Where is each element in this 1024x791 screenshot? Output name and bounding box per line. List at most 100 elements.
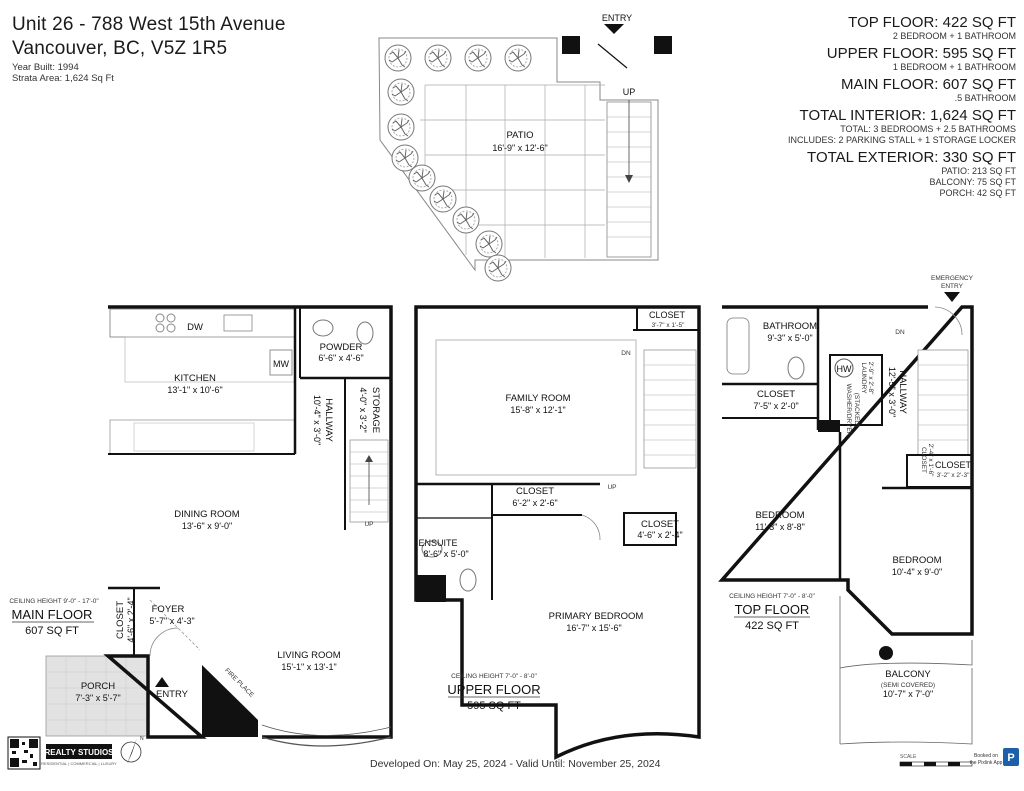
bed2-label: BEDROOM <box>892 555 941 566</box>
main-floor-plan <box>45 305 393 747</box>
washer-label: WASHER/DRYER <box>845 384 852 437</box>
bed2-dim: 10'-4" x 9'-0" <box>892 567 942 577</box>
balcony-sub: (SEMI COVERED) <box>881 682 935 689</box>
primary-label: PRIMARY BEDROOM <box>549 611 644 622</box>
dining-label: DINING ROOM <box>174 509 240 520</box>
porch-label: PORCH <box>81 681 115 692</box>
north-arrow-icon <box>120 738 142 764</box>
app-logo-icon[interactable] <box>1003 748 1019 766</box>
porch-dim: 7'-3" x 5'-7" <box>75 693 120 703</box>
top-floor-total: TOP FLOOR: 422 SQ FT <box>848 14 1016 31</box>
total-interior-sub1: TOTAL: 3 BEDROOMS + 2.5 BATHROOMS <box>840 124 1016 134</box>
main-floor-name: MAIN FLOOR <box>12 607 93 622</box>
top-closet-b-label: CLOSET <box>935 460 972 470</box>
laundry-label: LAUNDRY <box>860 363 867 395</box>
patio-name: PATIO <box>506 130 533 141</box>
bed1-label: BEDROOM <box>755 510 804 521</box>
ensuite-dim: 8'-6" x 5'-0" <box>423 549 468 559</box>
strata-area: Strata Area: 1,624 Sq Ft <box>12 73 114 84</box>
kitchen-dim: 13'-1" x 10'-6" <box>167 385 222 395</box>
top-floor-sub: 2 BEDROOM + 1 BATHROOM <box>892 31 1016 41</box>
area-summary: TOP FLOOR: 422 SQ FT 2 BEDROOM + 1 BATHR… <box>788 14 1016 199</box>
powder-dim: 6'-6" x 4'-6" <box>318 353 363 363</box>
developed-date: Developed On: May 25, 2024 - Valid Until… <box>370 758 661 770</box>
upper-floor-sub: 1 BEDROOM + 1 BATHROOM <box>892 62 1016 72</box>
upper-floor-name: UPPER FLOOR <box>447 682 540 697</box>
qr-code-icon <box>7 736 41 770</box>
app-logo-letter: P <box>1007 752 1014 764</box>
upper-up-label: UP <box>607 484 616 491</box>
top-closet-a-label: CLOSET <box>757 389 795 400</box>
emergency-entry-label: ENTRY <box>941 283 964 290</box>
upper-floor-total: UPPER FLOOR: 595 SQ FT <box>826 45 1016 62</box>
living-label: LIVING ROOM <box>277 650 340 661</box>
top-closet-c-dim: 2'-4" x 1'-6" <box>927 444 934 477</box>
main-floor-total: MAIN FLOOR: 607 SQ FT <box>840 76 1016 93</box>
dw-label: DW <box>187 322 203 333</box>
hw-label: HW <box>837 364 852 374</box>
top-floor-name: TOP FLOOR <box>735 602 810 617</box>
top-closet-b-dim: 3'-2" x 2'-3" <box>937 472 970 479</box>
patio-dim: 16'-9" x 12'-6" <box>492 143 547 153</box>
bathroom-dim: 9'-3" x 5'-0" <box>767 333 812 343</box>
brand-name: REALTY STUDIOS <box>44 748 114 757</box>
address-line1: Unit 26 - 788 West 15th Avenue <box>12 14 286 35</box>
upper-dn-label: DN <box>621 350 631 357</box>
balcony-sq: BALCONY: 75 SQ FT <box>929 177 1016 187</box>
booked-sub: the Pixlink App <box>970 760 1003 766</box>
brand-sub: RESIDENTIAL | COMMERCIAL | LUXURY <box>41 761 117 766</box>
year-built: Year Built: 1994 <box>12 62 79 73</box>
total-interior: TOTAL INTERIOR: 1,624 SQ FT <box>799 107 1016 124</box>
upper-closet-a-label: CLOSET <box>649 310 686 320</box>
patio-sq: PATIO: 213 SQ FT <box>941 166 1016 176</box>
top-dn-label: DN <box>895 329 905 336</box>
emergency-label: EMERGENCY <box>931 275 974 282</box>
patio-entry-label: ENTRY <box>602 13 632 23</box>
kitchen-label: KITCHEN <box>174 373 216 384</box>
porch-sq: PORCH: 42 SQ FT <box>939 188 1016 198</box>
upper-floor-sq: 595 SQ FT <box>467 700 521 712</box>
scale-label: SCALE <box>900 754 917 760</box>
top-hallway-dim: 12'-5" x 3'-0" <box>887 367 897 417</box>
living-dim: 15'-1" x 13'-1" <box>281 662 336 672</box>
storage-label: STORAGE <box>370 387 381 433</box>
stacked-label: (STACKED) <box>853 393 860 428</box>
upper-closet-b-dim: 6'-2" x 2'-6" <box>512 498 557 508</box>
laundry-dim: 2'-9" x 2'-8" <box>867 362 874 395</box>
main-floor-sub: .5 BATHROOM <box>954 93 1016 103</box>
top-ceiling: CEILING HEIGHT 7'-0" - 8'-0" <box>729 593 815 600</box>
upper-ceiling: CEILING HEIGHT 7'-0" - 8'-0" <box>451 673 537 680</box>
total-interior-sub2: INCLUDES: 2 PARKING STALL + 1 STORAGE LO… <box>788 135 1016 145</box>
primary-dim: 16'-7" x 15'-6" <box>566 623 621 633</box>
upper-closet-b-label: CLOSET <box>516 486 554 497</box>
mw-label: MW <box>273 359 289 369</box>
closet-label: CLOSET <box>115 601 126 639</box>
powder-label: POWDER <box>320 342 363 353</box>
bathroom-label: BATHROOM <box>763 321 817 332</box>
foyer-label: FOYER <box>152 604 185 615</box>
ensuite-label: ENSUITE <box>418 538 457 548</box>
top-floor-plan <box>718 292 974 745</box>
main-ceiling: CEILING HEIGHT 9'-0" - 17'-0" <box>9 598 99 605</box>
family-label: FAMILY ROOM <box>505 393 570 404</box>
total-exterior: TOTAL EXTERIOR: 330 SQ FT <box>807 149 1016 166</box>
hallway-label: HALLWAY <box>323 398 334 442</box>
north-label: N <box>140 736 144 742</box>
patio-plan <box>378 24 672 282</box>
patio-up-label: UP <box>623 87 636 97</box>
brand-logo-bg <box>46 744 112 759</box>
closet-dim: 4'-6" x 2'-4" <box>126 597 136 642</box>
top-closet-a-dim: 7'-5" x 2'-0" <box>753 401 798 411</box>
balcony-label: BALCONY <box>885 669 931 680</box>
main-up-label: UP <box>364 521 373 528</box>
address-line2: Vancouver, BC, V5Z 1R5 <box>12 38 228 59</box>
family-dim: 15'-8" x 12'-1" <box>510 405 565 415</box>
top-closet-c-label: CLOSET <box>920 447 927 473</box>
top-floor-sq: 422 SQ FT <box>745 620 799 632</box>
hallway-dim: 10'-4" x 3'-0" <box>312 395 322 445</box>
main-entry-label: ENTRY <box>156 689 189 700</box>
scale-bar <box>899 761 973 767</box>
upper-closet-c-label: CLOSET <box>641 519 679 530</box>
upper-floor-plan <box>414 305 701 760</box>
